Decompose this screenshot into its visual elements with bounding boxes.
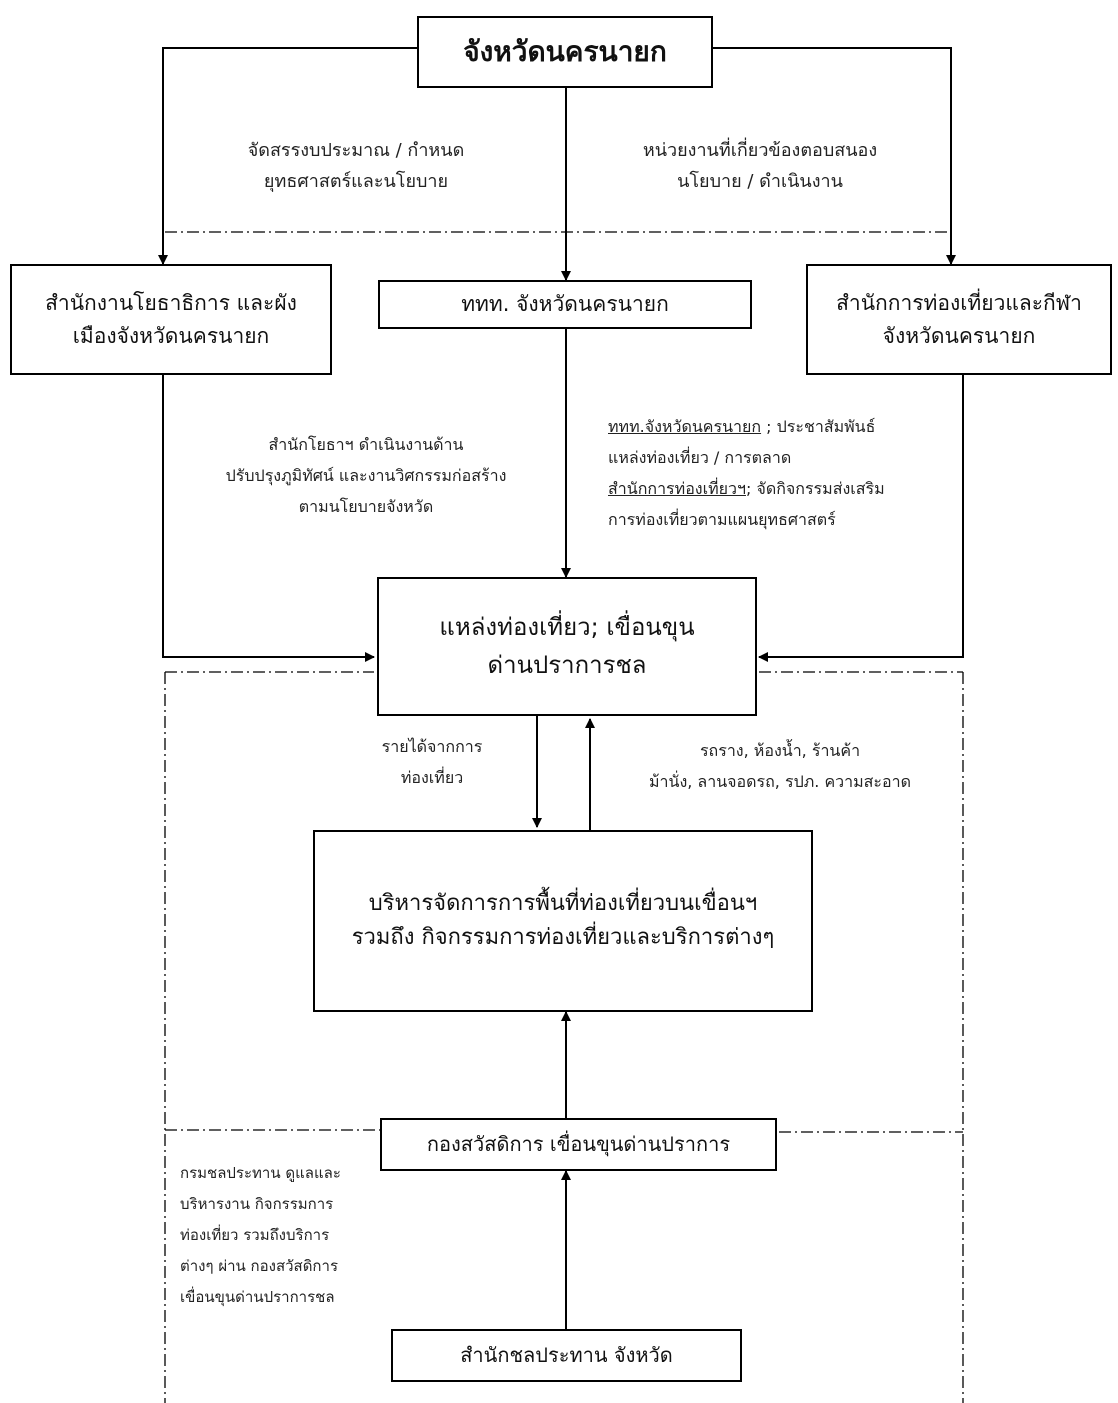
tourism-office-to-attraction-arrow [758, 375, 964, 662]
tat-role-tat-text: ; ประชาสัมพันธ์ [761, 417, 876, 436]
public-works-line2: เมืองจังหวัดนครนายก [72, 323, 270, 348]
province-to-tourism-office-arrow [713, 47, 956, 265]
irrigation-box: สำนักชลประทาน จังหวัด [391, 1329, 742, 1382]
irrigation-title: สำนักชลประทาน จังหวัด [460, 1343, 673, 1367]
rid-label: กรมชลประทาน ดูแลและ บริหารงาน กิจกรรมการ… [180, 1158, 380, 1313]
attraction-line1: แหล่งท่องเที่ยว; เขื่อนขุน [439, 613, 695, 642]
facilities-label: รถราง, ห้องน้ำ, ร้านค้า ม้านั่ง, ลานจอดร… [610, 735, 950, 797]
works-label: สำนักโยธาฯ ดำเนินงานด้าน ปรับปรุงภูมิทัศ… [176, 429, 556, 522]
facilities-line2: ม้านั่ง, ลานจอดรถ, รปภ. ความสะอาด [648, 772, 912, 791]
rid-line3: ท่องเที่ยว รวมถึงบริการ [180, 1226, 330, 1244]
public-works-box: สำนักงานโยธาธิการ และผัง เมืองจังหวัดนคร… [10, 264, 332, 375]
tat-role-tat-name: ททท.จังหวัดนครนายก [608, 417, 762, 436]
works-line1: สำนักโยธาฯ ดำเนินงานด้าน [268, 435, 464, 454]
agencies-line1: หน่วยงานที่เกี่ยวข้องตอบสนอง [642, 140, 878, 161]
budget-label: จัดสรรงบประมาณ / กำหนด ยุทธศาสตร์และนโยบ… [186, 135, 526, 197]
tat-role-line1: ททท.จังหวัดนครนายก ; ประชาสัมพันธ์ [608, 411, 968, 442]
province-to-public-works-arrow [158, 47, 417, 265]
works-line3: ตามนโยบายจังหวัด [298, 497, 434, 516]
income-line2: ท่องเที่ยว [400, 768, 464, 787]
tourism-office-line1: สำนักการท่องเที่ยวและกีฬา [836, 290, 1082, 315]
rid-line1: กรมชลประทาน ดูแลและ [180, 1164, 341, 1182]
budget-line2: ยุทธศาสตร์และนโยบาย [263, 171, 449, 192]
tat-role-label: ททท.จังหวัดนครนายก ; ประชาสัมพันธ์ แหล่ง… [608, 411, 968, 535]
works-line2: ปรับปรุงภูมิทัศน์ และงานวิศกรรมก่อสร้าง [225, 466, 507, 485]
welfare-title: กองสวัสดิการ เขื่อนขุนด่านปราการ [426, 1132, 731, 1156]
tourism-office-line2: จังหวัดนครนายก [882, 323, 1036, 348]
management-line2: รวมถึง กิจกรรมการท่องเที่ยวและบริการต่าง… [351, 925, 775, 950]
tourism-office-box: สำนักการท่องเที่ยวและกีฬา จังหวัดนครนายก [806, 264, 1112, 375]
province-title: จังหวัดนครนายก [463, 35, 667, 69]
management-box: บริหารจัดการการพื้นที่ท่องเที่ยวบนเขื่อน… [313, 830, 813, 1012]
tat-role-line2: แหล่งท่องเที่ยว / การตลาด [608, 448, 792, 467]
income-line1: รายได้จากการ [381, 737, 483, 756]
tat-title: ททท. จังหวัดนครนายก [461, 292, 669, 317]
management-line1: บริหารจัดการการพื้นที่ท่องเที่ยวบนเขื่อน… [368, 890, 758, 916]
agencies-label: หน่วยงานที่เกี่ยวข้องตอบสนอง นโยบาย / ดำ… [590, 135, 930, 197]
tat-role-office-text: ; จัดกิจกรรมส่งเสริม [745, 479, 885, 498]
rid-line2: บริหารงาน กิจกรรมการ [180, 1195, 334, 1213]
tat-box: ททท. จังหวัดนครนายก [378, 280, 752, 329]
tat-role-line3: สำนักการท่องเที่ยวฯ; จัดกิจกรรมส่งเสริม [608, 473, 968, 504]
province-box: จังหวัดนครนายก [417, 16, 713, 88]
attraction-box: แหล่งท่องเที่ยว; เขื่อนขุน ด่านปราการชล [377, 577, 757, 716]
rid-line4: ต่างๆ ผ่าน กองสวัสดิการ [180, 1257, 338, 1275]
tat-role-office-name: สำนักการท่องเที่ยวฯ [608, 479, 746, 498]
income-label: รายได้จากการ ท่องเที่ยว [352, 731, 512, 793]
tat-role-line4: การท่องเที่ยวตามแผนยุทธศาสตร์ [608, 510, 836, 529]
rid-line5: เขื่อนขุนด่านปราการชล [180, 1288, 335, 1306]
public-works-to-attraction-arrow [162, 375, 375, 662]
facilities-line1: รถราง, ห้องน้ำ, ร้านค้า [699, 741, 861, 760]
public-works-line1: สำนักงานโยธาธิการ และผัง [45, 290, 297, 315]
welfare-box: กองสวัสดิการ เขื่อนขุนด่านปราการ [380, 1118, 777, 1171]
budget-line1: จัดสรรงบประมาณ / กำหนด [247, 140, 465, 161]
agencies-line2: นโยบาย / ดำเนินงาน [677, 171, 843, 192]
attraction-line2: ด่านปราการชล [487, 650, 647, 679]
